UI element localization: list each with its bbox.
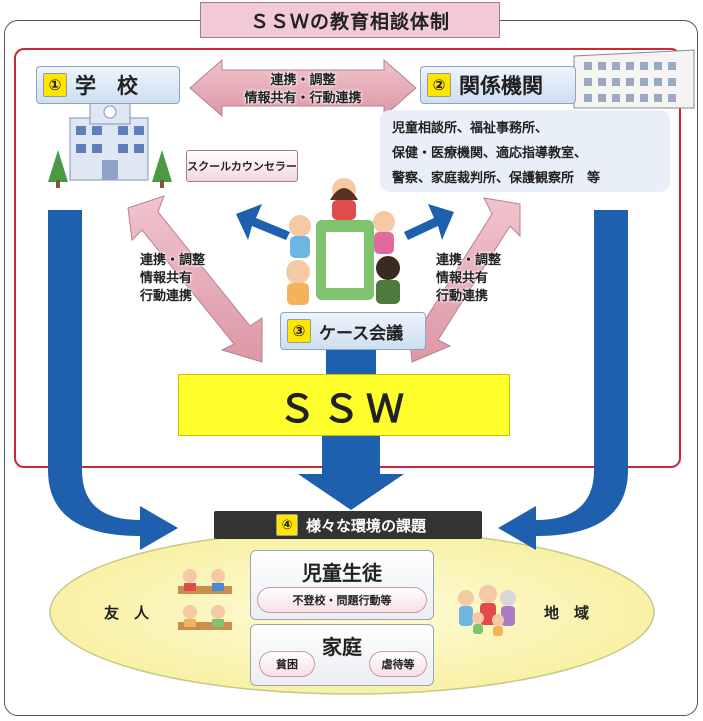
right-link-line: 情報共有 bbox=[436, 271, 489, 286]
top-link-text: 連携・調整 情報共有・行動連携 bbox=[238, 72, 368, 108]
number-badge-3: ③ bbox=[287, 319, 311, 343]
agency-list: 児童相談所、福祉事務所、 保健・医療機関、適応指導教室、 警察、家庭裁判所、保護… bbox=[380, 110, 670, 192]
office-building-icon bbox=[573, 49, 695, 109]
community-label: 地 域 bbox=[544, 604, 590, 622]
case-meeting-illustration bbox=[286, 178, 400, 305]
friends-label: 友 人 bbox=[104, 604, 150, 622]
left-link-line: 行動連携 bbox=[140, 289, 193, 304]
ssw-to-issues-arrow bbox=[298, 436, 404, 510]
school-to-issues-arrow bbox=[48, 210, 178, 550]
students-issues-pill: 不登校・問題行動等 bbox=[257, 587, 427, 613]
top-link-line: 情報共有・行動連携 bbox=[244, 91, 362, 106]
small-arrow-left bbox=[236, 204, 290, 240]
abuse-pill: 虐待等 bbox=[369, 651, 427, 677]
school-counselor-box: スクールカウンセラー bbox=[186, 150, 298, 182]
top-link-line: 連携・調整 bbox=[270, 73, 336, 88]
number-badge-2: ② bbox=[427, 73, 451, 97]
agency-to-issues-arrow bbox=[498, 210, 628, 550]
top-link-arrow bbox=[189, 58, 417, 118]
issues-label: ④ 様々な環境の課題 bbox=[214, 511, 482, 539]
case-meeting-text: ケース会議 bbox=[319, 323, 404, 344]
left-link-arrow bbox=[127, 195, 263, 363]
students-title: 児童生徒 bbox=[302, 561, 382, 585]
issues-label-text: 様々な環境の課題 bbox=[305, 516, 426, 535]
agency-label-text: 関係機関 bbox=[459, 74, 543, 98]
left-link-line: 情報共有 bbox=[140, 271, 193, 286]
school-label: ① 学 校 bbox=[36, 66, 180, 104]
number-badge-1: ① bbox=[43, 73, 67, 97]
school-label-text: 学 校 bbox=[75, 74, 138, 98]
right-link-line: 連携・調整 bbox=[436, 253, 502, 268]
number-badge-4: ④ bbox=[275, 514, 298, 536]
family-title: 家庭 bbox=[322, 635, 362, 659]
agency-label: ② 関係機関 bbox=[420, 66, 576, 104]
school-building-icon bbox=[48, 101, 172, 188]
small-arrow-right bbox=[404, 204, 454, 240]
agency-list-line: 警察、家庭裁判所、保護観察所 等 bbox=[392, 171, 601, 186]
family-box: 家庭 貧困 虐待等 bbox=[250, 624, 434, 686]
right-link-text: 連携・調整 情報共有 行動連携 bbox=[436, 252, 501, 306]
left-link-line: 連携・調整 bbox=[140, 253, 206, 268]
poverty-pill: 貧困 bbox=[259, 651, 315, 677]
classroom-illustration bbox=[178, 569, 232, 630]
left-link-text: 連携・調整 情報共有 行動連携 bbox=[140, 252, 205, 306]
case-meeting-label: ③ ケース会議 bbox=[280, 312, 426, 350]
right-link-line: 行動連携 bbox=[436, 289, 489, 304]
agency-list-line: 保健・医療機関、適応指導教室、 bbox=[392, 146, 588, 161]
page-title: ＳＳＷの教育相談体制 bbox=[200, 2, 500, 38]
students-box: 児童生徒 不登校・問題行動等 bbox=[250, 550, 434, 620]
ssw-band: ＳＳＷ bbox=[178, 374, 510, 436]
community-illustration bbox=[458, 585, 516, 636]
right-link-arrow bbox=[407, 197, 521, 363]
agency-list-line: 児童相談所、福祉事務所、 bbox=[392, 121, 549, 136]
